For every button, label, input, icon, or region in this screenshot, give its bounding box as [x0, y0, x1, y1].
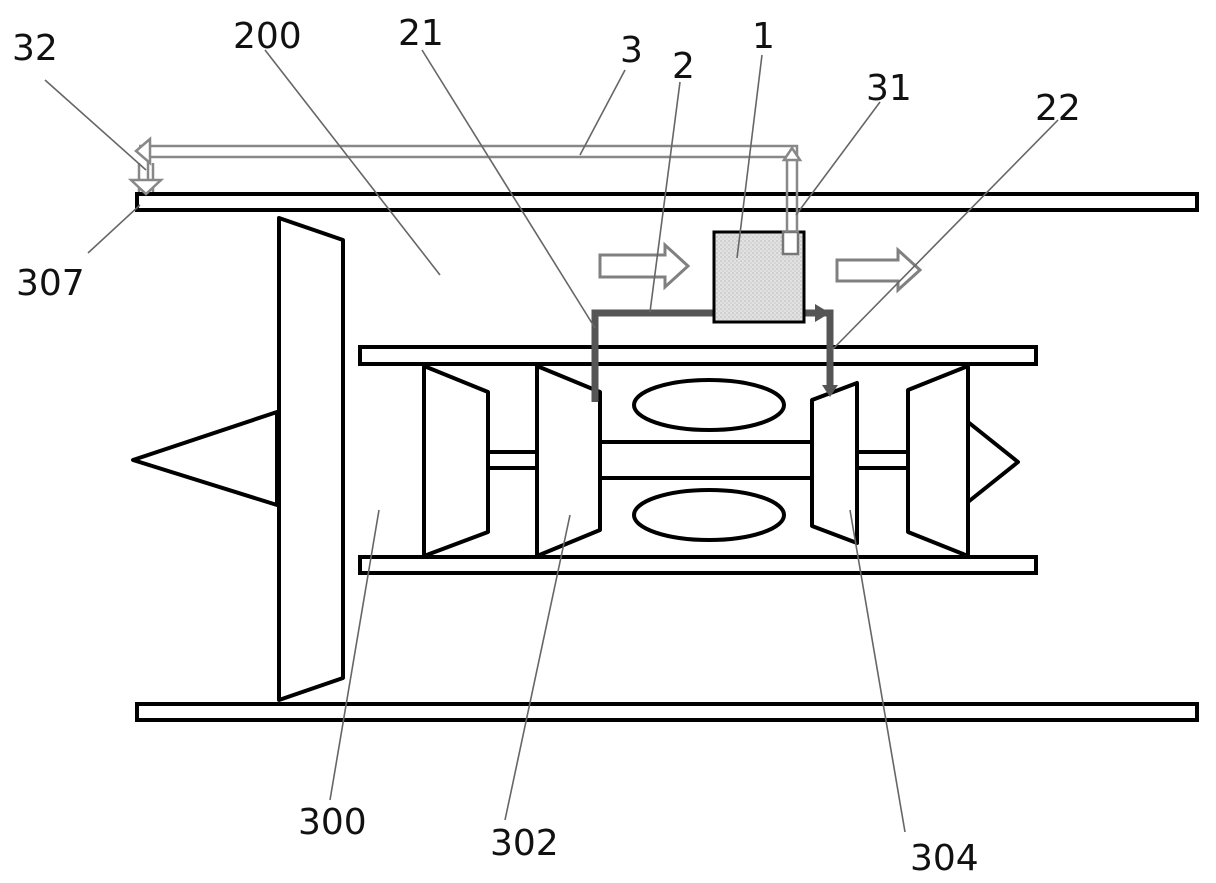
label-21: 21 [398, 13, 444, 54]
outer-casing-top [135, 192, 1199, 212]
unit-port [781, 230, 800, 256]
label-302: 302 [490, 823, 559, 864]
bleed-duct-top-arrowhead [815, 304, 830, 322]
pipe-down-arrowhead [127, 178, 165, 196]
core-casing-top [358, 345, 1038, 366]
exhaust-cone [966, 420, 1020, 504]
low-pressure-compressor [422, 364, 490, 558]
label-32: 32 [12, 28, 58, 69]
spinner-cone [131, 410, 279, 507]
leader-22 [831, 119, 1059, 351]
outflow-arrow [835, 246, 923, 294]
pipe-top-arrowhead [781, 145, 803, 162]
leader-1 [736, 54, 763, 259]
leader-200 [264, 49, 441, 276]
label-31: 31 [866, 68, 912, 109]
core-casing-bottom [358, 555, 1038, 575]
low-pressure-turbine [906, 364, 970, 558]
leader-2 [649, 81, 681, 313]
inflow-arrow [598, 241, 691, 291]
outer-casing-bottom [135, 702, 1199, 722]
leader-304 [849, 509, 906, 833]
label-200: 200 [233, 16, 302, 57]
leader-21 [421, 49, 596, 329]
fan-blade [277, 216, 345, 702]
combustor-upper [632, 378, 786, 432]
label-304: 304 [910, 838, 979, 879]
label-307: 307 [16, 263, 85, 304]
label-2: 2 [672, 46, 695, 87]
leader-302 [504, 514, 571, 821]
bleed-duct-arrowhead [822, 385, 838, 397]
leader-300 [329, 509, 380, 801]
label-3: 3 [620, 30, 643, 71]
pipe-outer-line [146, 155, 789, 232]
label-300: 300 [298, 802, 367, 843]
pipe-left-arrowhead [134, 136, 152, 166]
bleed-duct [591, 309, 715, 402]
pipe-inner-line [139, 144, 799, 232]
label-22: 22 [1035, 88, 1081, 129]
leader-307 [87, 204, 141, 254]
high-pressure-turbine [810, 381, 859, 545]
high-pressure-compressor [535, 364, 602, 558]
leader-3 [579, 69, 626, 156]
high-pressure-shaft [598, 440, 814, 480]
label-1: 1 [752, 16, 775, 57]
combustor-lower [632, 488, 786, 542]
leader-31 [795, 101, 881, 216]
leader-32 [44, 79, 147, 171]
